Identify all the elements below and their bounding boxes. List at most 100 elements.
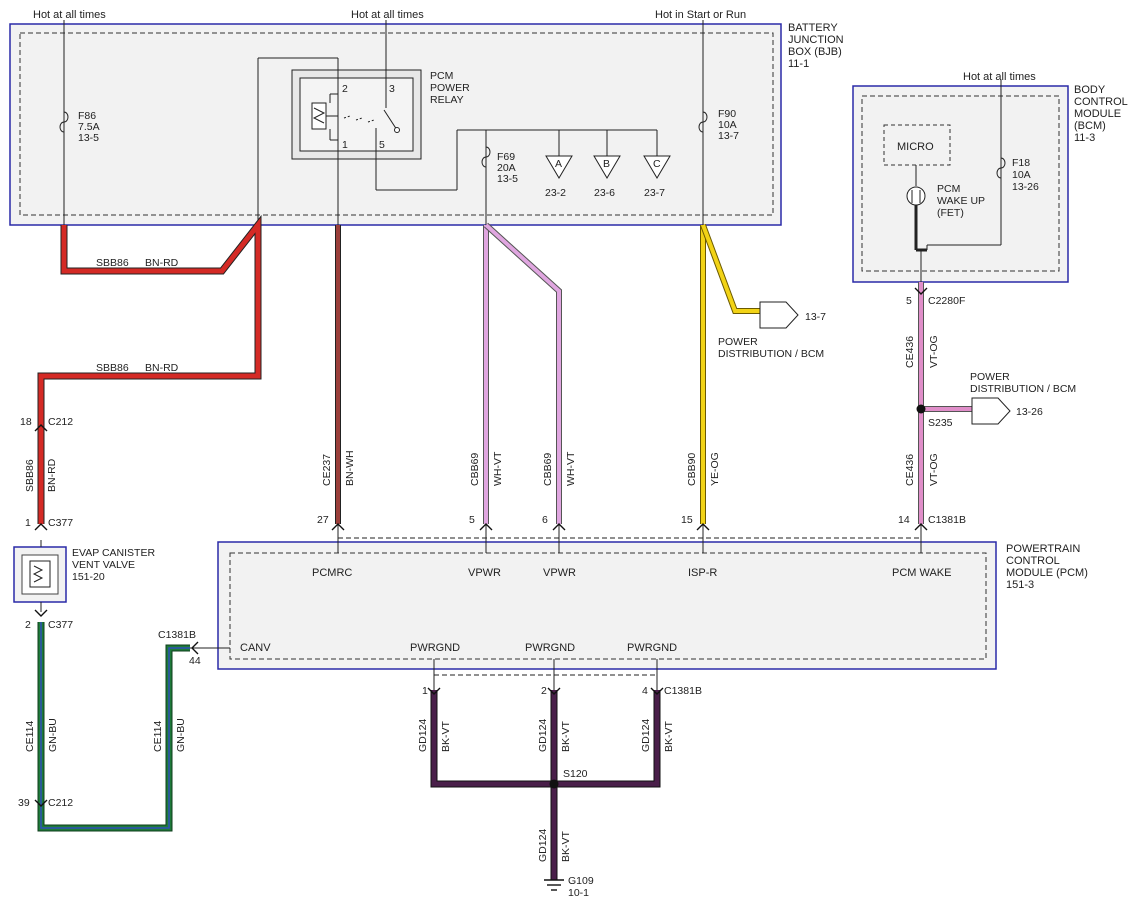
power-dist-flag-1: 13-7 POWER DISTRIBUTION / BCM: [718, 301, 826, 360]
f86-rating: 7.5A: [78, 121, 100, 133]
wire-sbb86-bn-rd: [37, 214, 262, 524]
cbb90-color: YE-OG: [709, 452, 721, 486]
ref-c-letter: C: [653, 158, 661, 170]
f69-page: 13-5: [497, 173, 518, 185]
relay-pin-2: 2: [342, 83, 348, 95]
f69-fuse-symbol: [481, 146, 491, 168]
splice-s235: [916, 404, 926, 414]
relay-title-3: RELAY: [430, 94, 464, 106]
chevron-c212-top: [34, 424, 48, 432]
gd124b-circuit: GD124: [537, 719, 549, 752]
cbb69a-circuit: CBB69: [469, 453, 481, 486]
flag-shape-2: [971, 397, 1011, 425]
hot-at-all-times-1: Hot at all times: [33, 9, 106, 21]
ground-g109: [544, 879, 564, 891]
f90-page: 13-7: [718, 130, 739, 142]
ref-a-page: 23-2: [545, 187, 566, 199]
pcm-pin-vpwr-1: VPWR: [468, 567, 501, 579]
bcm-inner-dashed: [861, 95, 1060, 272]
c212-top-label: C212: [48, 416, 73, 428]
relay-pin-5: 5: [379, 139, 385, 151]
ce436a-circuit: CE436: [904, 336, 916, 368]
bjb-title-4: 11-1: [788, 58, 809, 70]
cbb69a-color: WH-VT: [492, 451, 504, 486]
f69-name: F69: [497, 151, 515, 163]
chevron-pin14: [914, 523, 928, 531]
ref-b-letter: B: [603, 158, 610, 170]
pcm-title-2: CONTROL: [1006, 555, 1060, 567]
chevron-c2280f: [914, 287, 928, 295]
pcm-pin-vpwr-2: VPWR: [543, 567, 576, 579]
bjb-inner-dashed: [19, 32, 774, 216]
ref-a-letter: A: [555, 158, 562, 170]
sbb86-mid-circuit: SBB86: [96, 362, 129, 374]
power-dist-1-page: 13-7: [805, 311, 826, 323]
ce436b-color: VT-OG: [928, 453, 940, 486]
pcm-pin-pwrgnd-2: PWRGND: [525, 642, 575, 654]
f18-fuse-symbol: [996, 157, 1006, 179]
c377-bot-label: C377: [48, 619, 73, 631]
fet-label-3: (FET): [937, 207, 964, 219]
bcm-outer-box: [852, 85, 1069, 283]
gnd-pin-4: 4: [642, 685, 648, 697]
gd124d-color: BK-VT: [560, 830, 572, 862]
evap-title-1: EVAP CANISTER: [72, 547, 155, 559]
evap-canister-vent-valve: EVAP CANISTER VENT VALVE 151-20: [13, 540, 155, 612]
ce436a-color: VT-OG: [928, 335, 940, 368]
g109-page: 10-1: [568, 887, 589, 899]
evap-coil-box: [29, 560, 51, 588]
bjb-labels: Hot at all times Hot at all times Hot in…: [33, 9, 746, 185]
power-dist-flag-2: 13-26 POWER DISTRIBUTION / BCM: [970, 371, 1076, 425]
bjb-title-3: BOX (BJB): [788, 46, 842, 58]
c1381b-right-label: C1381B: [928, 514, 966, 526]
sbb86-top-circuit: SBB86: [96, 257, 129, 269]
wire-cbb90-ye-og: [700, 223, 760, 524]
pcm-inner-dashed: [229, 552, 987, 660]
chevron-c377-bot: [34, 609, 48, 617]
pcm-outer-box: [217, 541, 997, 670]
pcm-pin-pcm-wake: PCM WAKE: [892, 567, 952, 579]
wire-ce436-vt-og: [918, 282, 972, 524]
ref-c-page: 23-7: [644, 187, 665, 199]
sbb86-top-color: BN-RD: [145, 257, 179, 269]
bcm-hot-at-all-times: Hot at all times: [963, 71, 1036, 83]
pcm-pin-isp-r: ISP-R: [688, 567, 717, 579]
ce237-circuit: CE237: [321, 454, 333, 486]
power-dist-2-line1: POWER: [970, 371, 1010, 383]
pin-44: 44: [189, 655, 201, 667]
chevron-pin5: [479, 523, 493, 531]
ref-triangle-a: [545, 155, 573, 179]
bcm-title-1: BODY: [1074, 84, 1106, 96]
relay-title-1: PCM: [430, 70, 453, 82]
bjb-internal-circuit: [59, 20, 708, 225]
c212-bot-pin: 39: [18, 797, 30, 809]
evap-title-3: 151-20: [72, 571, 105, 583]
ref-triangle-c: [643, 155, 671, 179]
chevron-pin15: [696, 523, 710, 531]
power-dist-1-line1: POWER: [718, 336, 758, 348]
micro-label: MICRO: [897, 141, 934, 153]
gd124c-circuit: GD124: [640, 719, 652, 752]
bjb-ref-triangles: A B C 23-2 23-6 23-7: [545, 155, 671, 199]
gnd-pin-2: 2: [541, 685, 547, 697]
bjb-title-1: BATTERY: [788, 22, 838, 34]
gd124b-color: BK-VT: [560, 720, 572, 752]
c2280f-label: C2280F: [928, 295, 965, 307]
pcm-pin-pwrgnd-1: PWRGND: [410, 642, 460, 654]
c212-bot-label: C212: [48, 797, 73, 809]
bcm-title-3: MODULE: [1074, 108, 1121, 120]
f90-rating: 10A: [718, 119, 737, 131]
power-dist-2-line2: DISTRIBUTION / BCM: [970, 383, 1076, 395]
sbb86-vert-color: BN-RD: [46, 458, 58, 492]
bcm-internal-circuit: [906, 80, 1006, 282]
hot-at-all-times-2: Hot at all times: [351, 9, 424, 21]
s235-label: S235: [928, 417, 953, 429]
bjb-title-2: JUNCTION: [788, 34, 844, 46]
flag-shape-1: [759, 301, 799, 329]
pcm-title-3: MODULE (PCM): [1006, 567, 1088, 579]
f18-page: 13-26: [1012, 181, 1039, 193]
pin-15: 15: [681, 514, 693, 526]
cbb90-circuit: CBB90: [686, 453, 698, 486]
gd124a-circuit: GD124: [417, 719, 429, 752]
ref-b-page: 23-6: [594, 187, 615, 199]
